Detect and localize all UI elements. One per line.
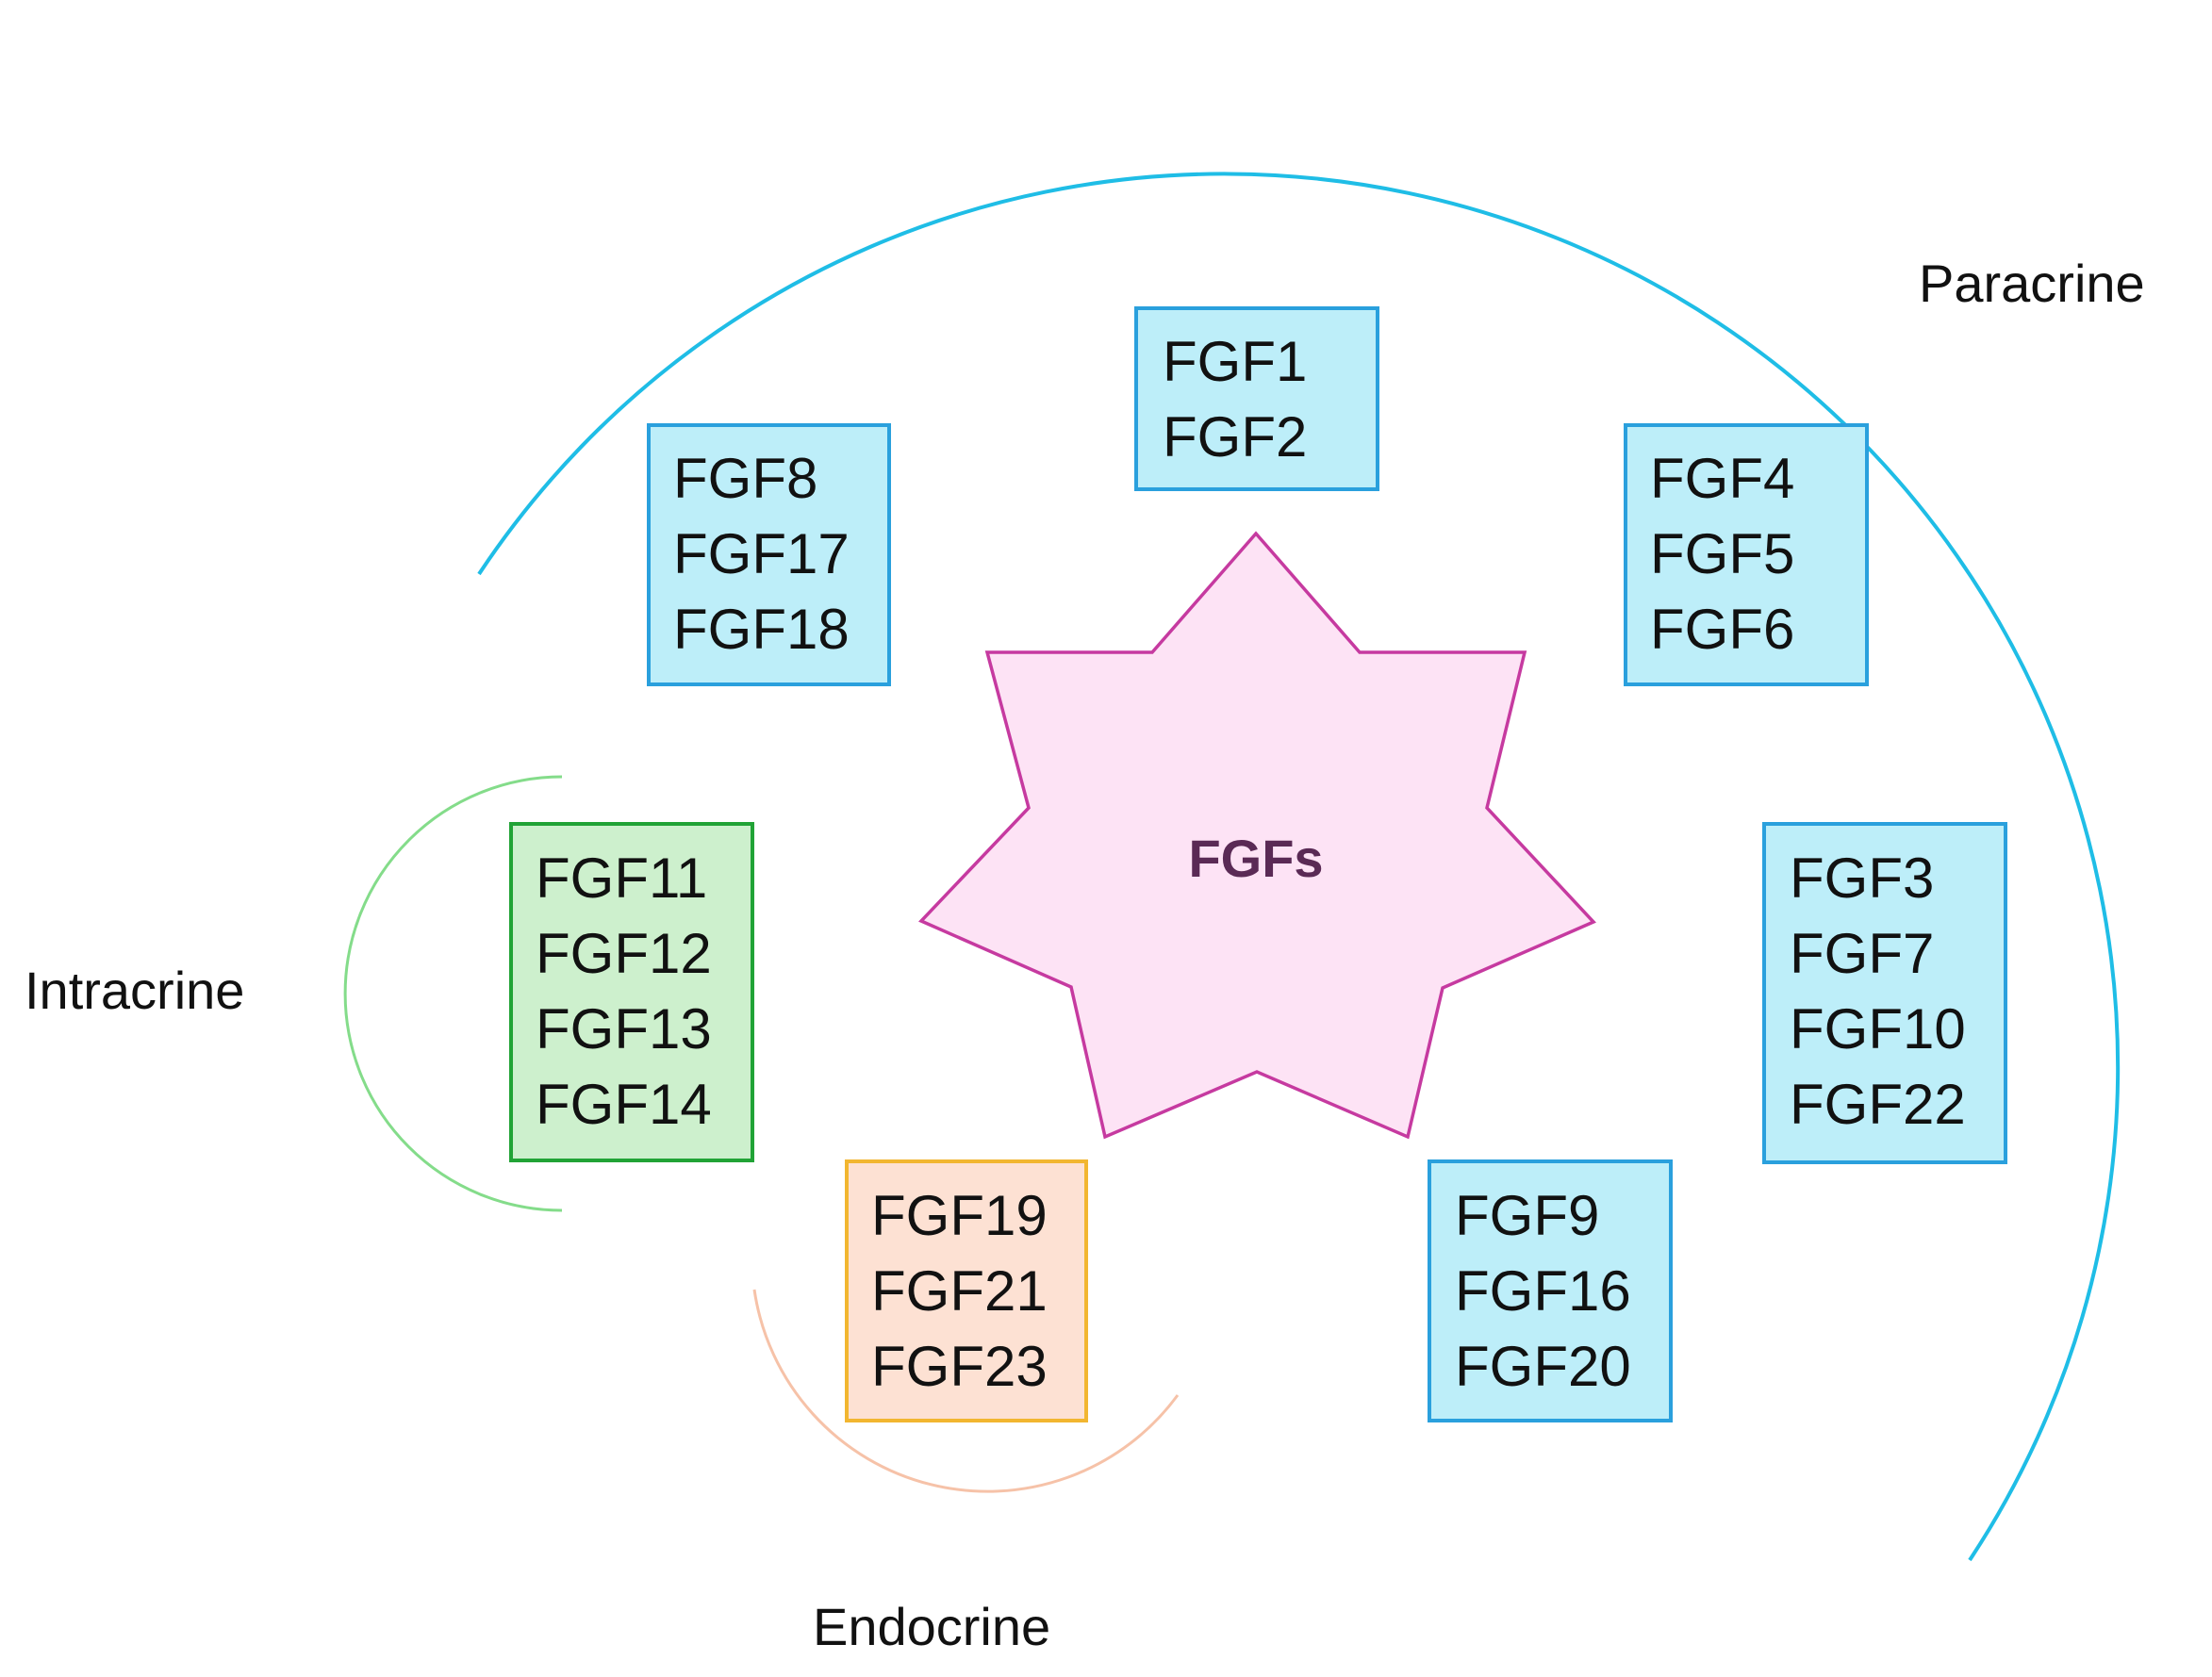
fgf3-fgf7-fgf10-fgf22-box: FGF3 FGF7 FGF10 FGF22 (1762, 822, 2007, 1164)
fgf-label: FGF18 (673, 598, 850, 661)
fgf-label: FGF21 (871, 1259, 1048, 1323)
fgf-label: FGF8 (673, 447, 817, 510)
endocrine-label: Endocrine (813, 1597, 1050, 1656)
fgf-label: FGF2 (1163, 405, 1307, 469)
fgf-label: FGF23 (871, 1335, 1048, 1398)
endocrine-arc (752, 1289, 1180, 1493)
fgf19-fgf21-fgf23-box: FGF19 FGF21 FGF23 (845, 1159, 1088, 1422)
intracrine-arc (343, 775, 563, 1212)
fgf11-fgf12-fgf13-fgf14-box: FGF11 FGF12 FGF13 FGF14 (509, 822, 754, 1162)
paracrine-label: Paracrine (1919, 254, 2145, 313)
fgf-label: FGF11 (536, 847, 707, 910)
fgf-label: FGF17 (673, 522, 850, 585)
fgf-label: FGF4 (1650, 447, 1794, 510)
intracrine-label: Intracrine (25, 961, 244, 1020)
fgf-label: FGF12 (536, 922, 712, 985)
fgf-family-star (918, 531, 1596, 1140)
fgf4-fgf5-fgf6-box: FGF4 FGF5 FGF6 (1624, 423, 1869, 686)
fgf9-fgf16-fgf20-box: FGF9 FGF16 FGF20 (1428, 1159, 1673, 1422)
fgf-label: FGF1 (1163, 330, 1307, 393)
fgf-label: FGF9 (1455, 1184, 1599, 1247)
fgf-label: FGF10 (1790, 997, 1966, 1060)
fgf-label: FGF16 (1455, 1259, 1631, 1323)
fgf-label: FGF7 (1790, 922, 1934, 985)
fgf-label: FGF13 (536, 997, 712, 1060)
fgf-label: FGF14 (536, 1073, 712, 1136)
fgf-label: FGF22 (1790, 1073, 1966, 1136)
fgf-label: FGF20 (1455, 1335, 1631, 1398)
fgf1-fgf2-box: FGF1 FGF2 (1134, 306, 1379, 491)
fgf-label: FGF5 (1650, 522, 1794, 585)
fgf-label: FGF19 (871, 1184, 1048, 1247)
paracrine-arc (477, 172, 2121, 1562)
fgf8-fgf17-fgf18-box: FGF8 FGF17 FGF18 (647, 423, 891, 686)
fgf-label: FGF3 (1790, 847, 1934, 910)
fgf-label: FGF6 (1650, 598, 1794, 661)
fgf-family-label: FGFs (1188, 829, 1323, 888)
